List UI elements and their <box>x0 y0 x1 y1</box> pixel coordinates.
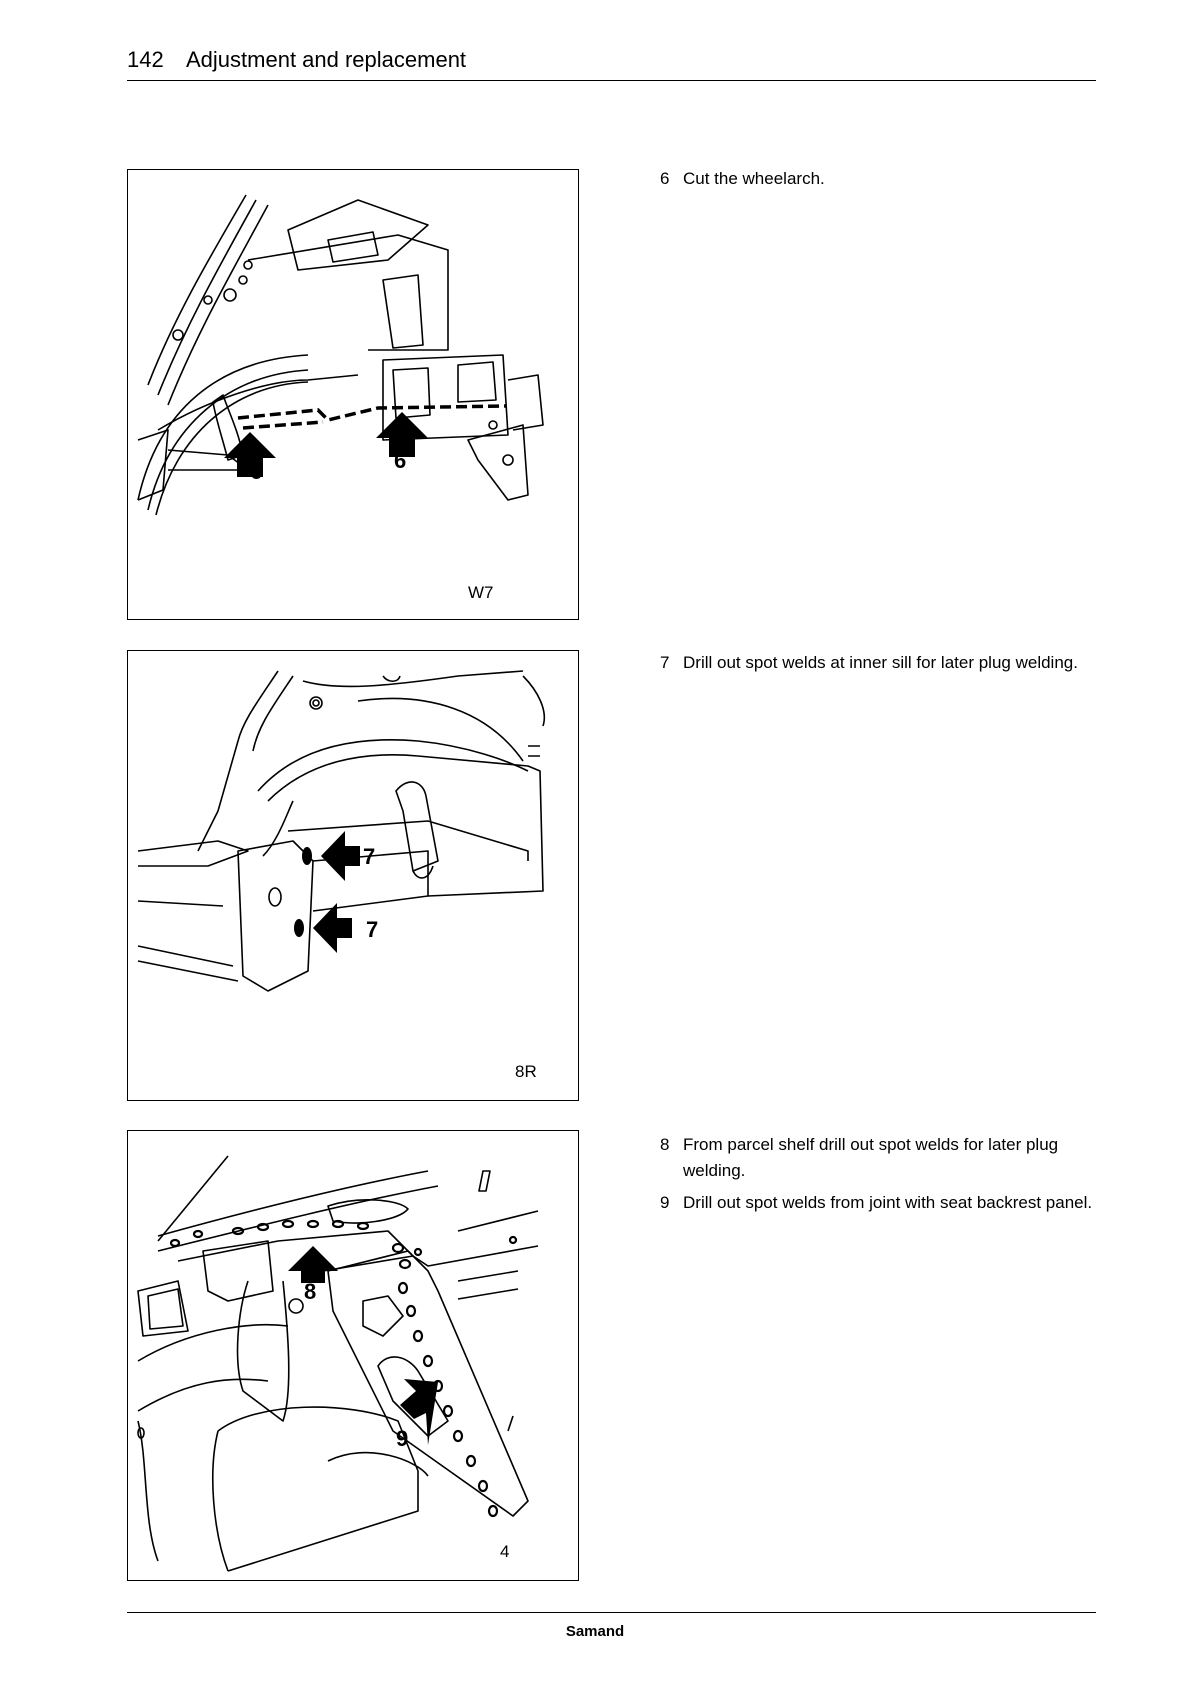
step-number: 8 <box>660 1132 669 1158</box>
arrow-marker-8 <box>288 1246 338 1283</box>
page-number: 142 <box>127 47 164 73</box>
callout-8: 8 <box>304 1279 316 1305</box>
inner-sill-illustration <box>128 651 578 1100</box>
figure-code: W7 <box>468 583 494 603</box>
step-text: Drill out spot welds at inner sill for l… <box>683 650 1093 676</box>
figure-inner-sill: 7 7 8R <box>127 650 579 1101</box>
figure-code: 4 <box>500 1542 509 1562</box>
step-number: 6 <box>660 166 669 192</box>
footer-brand: Samand <box>0 1623 1190 1640</box>
figure-wheelarch-cut: 6 6 W7 <box>127 169 579 620</box>
page-header: 142 Adjustment and replacement <box>127 44 1096 81</box>
page-title: Adjustment and replacement <box>186 47 466 73</box>
step-number: 7 <box>660 650 669 676</box>
wheelarch-illustration <box>128 170 578 619</box>
parcel-shelf-illustration <box>128 1131 578 1580</box>
step-number: 9 <box>660 1190 669 1216</box>
arrow-marker-7a <box>321 831 360 881</box>
step-text: From parcel shelf drill out spot welds f… <box>683 1132 1093 1184</box>
callout-6a: 6 <box>250 459 262 485</box>
callout-9: 9 <box>396 1426 408 1452</box>
callout-7b: 7 <box>366 917 378 943</box>
step-text: Drill out spot welds from joint with sea… <box>683 1190 1093 1216</box>
footer-divider <box>127 1612 1096 1613</box>
step-text: Cut the wheelarch. <box>683 166 1093 192</box>
figure-parcel-shelf: 8 9 4 <box>127 1130 579 1581</box>
figure-code: 8R <box>515 1062 537 1082</box>
callout-7a: 7 <box>363 844 375 870</box>
callout-6b: 6 <box>394 448 406 474</box>
